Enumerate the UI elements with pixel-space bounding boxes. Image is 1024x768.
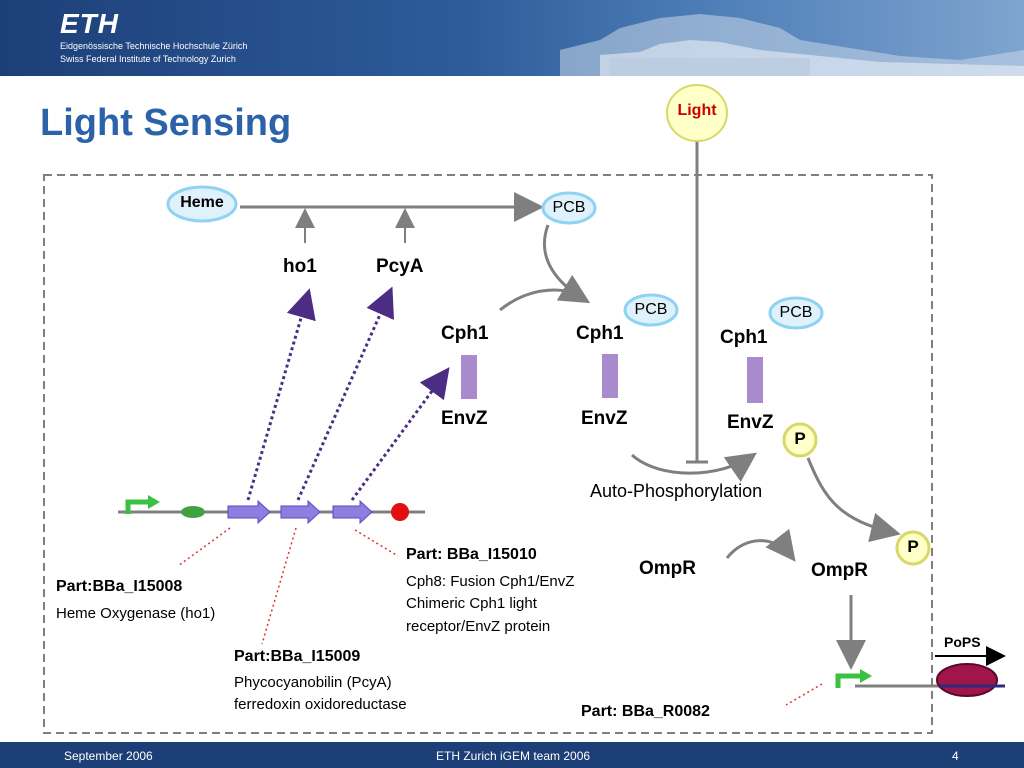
phospho-node-2 <box>895 530 931 566</box>
eth-line1: Eidgenössische Technische Hochschule Zür… <box>60 41 248 51</box>
part-i15009-name: Part:BBa_I15009 <box>234 648 361 665</box>
expression-ho1-arrow <box>246 288 316 501</box>
cph1-envz-bar-a <box>461 355 477 399</box>
envz-label-c: EnvZ <box>727 412 774 433</box>
footer-team: ETH Zurich iGEM team 2006 <box>436 749 591 763</box>
part-i15008-desc: Heme Oxygenase (ho1) <box>56 605 216 622</box>
pcb-top-label: PCB <box>552 199 586 216</box>
pcb-right-node <box>768 296 824 330</box>
page-title: Light Sensing <box>40 102 292 144</box>
cph1-curve <box>499 288 581 312</box>
pops-label: PoPS <box>944 634 981 650</box>
leader-r0082 <box>785 683 823 706</box>
cell-boundary <box>43 174 933 734</box>
gene-cph8-arrow <box>332 499 373 525</box>
expression-pcya-arrow <box>296 286 395 501</box>
gene-pcya-arrow <box>280 499 321 525</box>
header-banner: ETH Eidgenössische Technische Hochschule… <box>0 0 1024 76</box>
cph1-envz-bar-b <box>602 354 618 398</box>
phospho-label-1: P <box>794 429 806 448</box>
leader-i15009 <box>261 527 297 645</box>
cph1-envz-bar-c <box>747 357 763 403</box>
phospho-transfer-arrow <box>806 457 901 543</box>
ho1-label: ho1 <box>283 256 317 277</box>
pcb-right-label: PCB <box>779 304 813 321</box>
cph1-label-a: Cph1 <box>441 323 489 344</box>
part-i15010-desc3: receptor/EnvZ protein <box>406 618 551 635</box>
part-i15010-desc1: Cph8: Fusion Cph1/EnvZ <box>406 573 575 590</box>
light-node <box>666 84 728 142</box>
footer-page-number: 4 <box>952 749 959 763</box>
gene-ho1-arrow <box>227 499 271 525</box>
pcb-mid-node <box>623 293 679 327</box>
phospho-label-2: P <box>907 537 919 556</box>
rbs-glyph <box>181 506 205 518</box>
ompr-arrow <box>725 528 796 562</box>
envz-label-b: EnvZ <box>581 408 628 429</box>
cph1-label-c: Cph1 <box>720 327 768 348</box>
leader-i15008 <box>177 527 231 567</box>
heme-node <box>166 185 238 223</box>
part-i15010-name: Part: BBa_I15010 <box>406 546 537 563</box>
phospho-node-1 <box>782 422 818 458</box>
pcya-label: PcyA <box>376 256 424 277</box>
pcb-top-node <box>541 191 597 225</box>
promoter-glyph <box>125 499 150 514</box>
autophos-label: Auto-Phosphorylation <box>590 481 763 501</box>
heme-label: Heme <box>180 194 224 211</box>
reporter-glyph <box>936 663 998 697</box>
part-i15010-desc2: Chimeric Cph1 light <box>406 595 537 612</box>
eth-logo: ETH <box>60 8 119 39</box>
eth-line2: Swiss Federal Institute of Technology Zu… <box>60 54 236 64</box>
autophos-arrow <box>631 452 757 482</box>
building-silhouette <box>560 14 1024 76</box>
part-r0082-name: Part: BBa_R0082 <box>581 703 710 720</box>
ompr-label-a: OmpR <box>639 558 696 579</box>
light-label: Light <box>677 102 717 119</box>
part-i15008-name: Part:BBa_I15008 <box>56 578 183 595</box>
cph1-label-b: Cph1 <box>576 323 624 344</box>
envz-label-a: EnvZ <box>441 408 488 429</box>
part-i15009-desc1: Phycocyanobilin (PcyA) <box>234 674 392 691</box>
expression-cph8-arrow <box>350 367 450 501</box>
pcb-mid-label: PCB <box>634 301 668 318</box>
output-promoter-glyph <box>835 673 862 688</box>
terminator-glyph <box>391 503 409 521</box>
footer-date: September 2006 <box>64 749 153 763</box>
footer-bar: September 2006 ETH Zurich iGEM team 2006… <box>0 742 1024 768</box>
leader-i15010 <box>354 529 399 557</box>
part-i15009-desc2: ferredoxin oxidoreductase <box>234 696 407 713</box>
ompr-label-b: OmpR <box>811 560 868 581</box>
